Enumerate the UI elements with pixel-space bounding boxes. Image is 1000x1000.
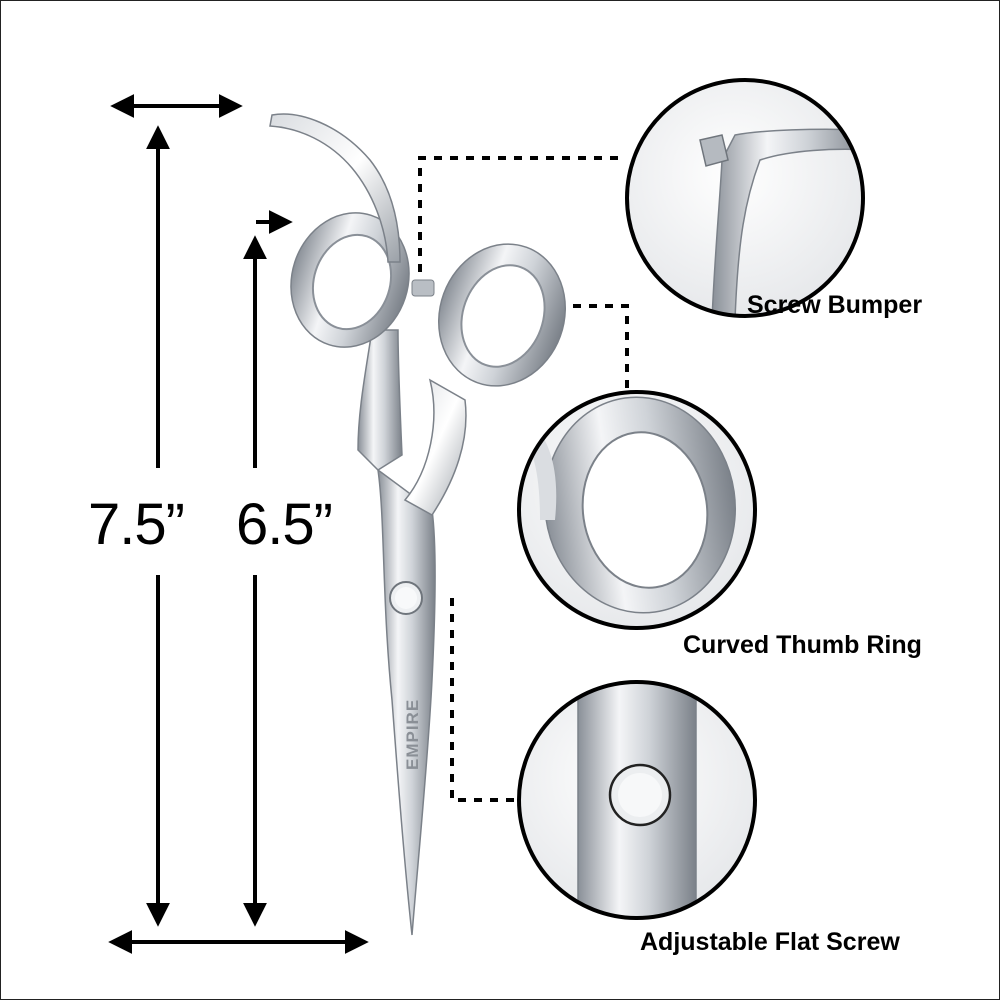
zoom-circle-screw-bumper [625, 78, 865, 318]
dimension-arrows [108, 94, 369, 954]
blade-length-label: 6.5” [236, 492, 333, 557]
leader-lines [418, 156, 629, 802]
callout-curved-thumb-ring: Curved Thumb Ring [683, 631, 922, 659]
zoom-circle-adjustable-flat-screw [517, 680, 757, 920]
callout-screw-bumper: Screw Bumper [747, 291, 923, 319]
callout-adjustable-flat-screw: Adjustable Flat Screw [640, 928, 900, 956]
brand-text: EMPIRE [403, 699, 422, 770]
zoom-circle-curved-thumb-ring [517, 390, 757, 630]
scissors-illustration [269, 113, 567, 936]
overall-length-label: 7.5” [88, 492, 185, 557]
